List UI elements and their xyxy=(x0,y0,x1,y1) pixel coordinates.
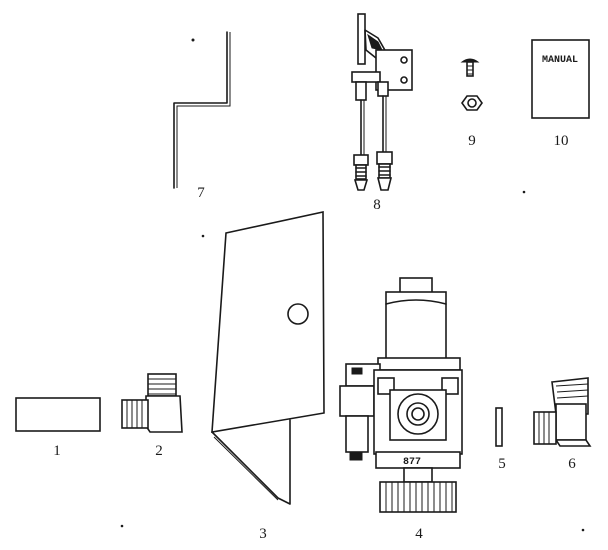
label-part-7: 7 xyxy=(197,185,205,201)
part-6-elbow-fitting xyxy=(533,377,592,447)
part-labels: 1 2 3 4 5 6 7 8 9 10 xyxy=(53,133,576,542)
label-part-8: 8 xyxy=(373,197,381,213)
part-10-manual: MANUAL xyxy=(531,39,590,119)
part-3-shield-plate xyxy=(211,211,325,505)
label-part-6: 6 xyxy=(568,456,576,472)
label-part-5: 5 xyxy=(498,456,506,472)
part-4-gas-valve: 877 xyxy=(339,277,463,513)
part-1-block xyxy=(15,397,101,432)
label-part-9: 9 xyxy=(468,133,476,149)
manual-cover-text: MANUAL xyxy=(542,55,578,66)
part-8-pilot-assembly xyxy=(351,13,413,191)
label-part-2: 2 xyxy=(155,443,163,459)
label-part-3: 3 xyxy=(259,526,267,542)
part-7-bent-rod xyxy=(173,31,231,189)
paper-specks xyxy=(120,190,585,532)
valve-stamp: 877 xyxy=(403,457,421,468)
part-2-elbow-fitting xyxy=(121,373,183,433)
part-5-pin xyxy=(495,407,503,447)
label-part-4: 4 xyxy=(415,526,423,542)
part-9-screw-and-nut xyxy=(460,58,483,111)
label-part-10: 10 xyxy=(554,133,569,149)
label-part-1: 1 xyxy=(53,443,61,459)
